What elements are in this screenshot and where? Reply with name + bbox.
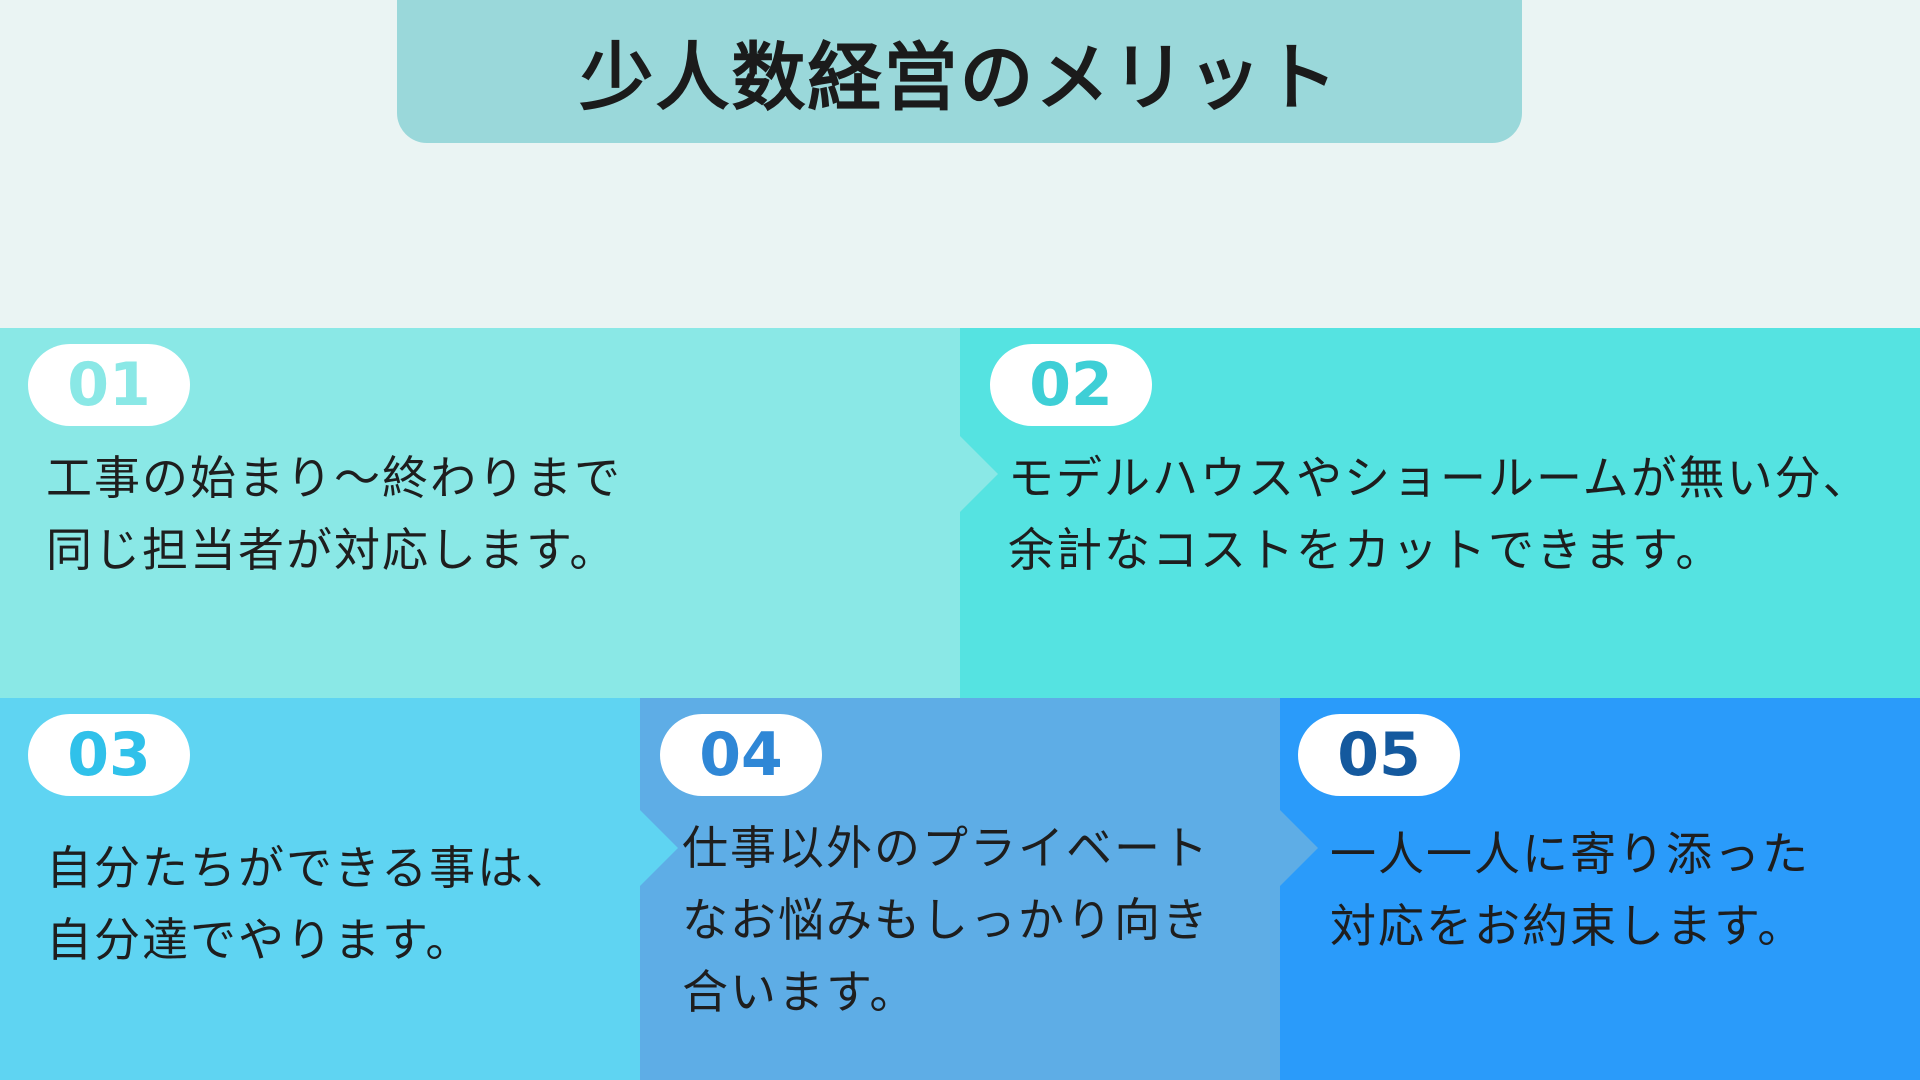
card-number-badge: 04 — [660, 714, 822, 796]
arrow-pointer-icon — [960, 436, 998, 512]
arrow-pointer-icon — [640, 810, 678, 886]
card-number-badge: 05 — [1298, 714, 1460, 796]
card-number-badge: 02 — [990, 344, 1152, 426]
merit-card-03: 03 自分たちができる事は、 自分達でやります。 — [0, 698, 640, 1080]
card-description: モデルハウスやショールームが無い分、 余計なコストをカットできます。 — [1008, 442, 1871, 586]
card-text-line: モデルハウスやショールームが無い分、 — [1008, 451, 1871, 505]
card-text-line: 対応をお約束します。 — [1330, 899, 1806, 953]
card-description: 工事の始まり～終わりまで 同じ担当者が対応します。 — [46, 442, 622, 586]
page-title: 少人数経営のメリット — [579, 35, 1340, 121]
merit-card-01: 01 工事の始まり～終わりまで 同じ担当者が対応します。 — [0, 328, 960, 698]
merit-card-05: 05 一人一人に寄り添った 対応をお約束します。 — [1280, 698, 1920, 1080]
arrow-pointer-icon — [1280, 810, 1318, 886]
card-text-line: 仕事以外のプライベート — [682, 821, 1210, 875]
card-text-line: 一人一人に寄り添った — [1330, 827, 1810, 881]
title-banner: 少人数経営のメリット — [397, 0, 1522, 143]
card-text-line: 同じ担当者が対応します。 — [46, 523, 618, 577]
merit-card-02: 02 モデルハウスやショールームが無い分、 余計なコストをカットできます。 — [960, 328, 1920, 698]
card-description: 一人一人に寄り添った 対応をお約束します。 — [1330, 818, 1810, 962]
card-number-badge: 01 — [28, 344, 190, 426]
card-description: 自分たちができる事は、 自分達でやります。 — [46, 832, 573, 976]
card-text-line: なお悩みもしっかり向き — [682, 893, 1210, 947]
card-description: 仕事以外のプライベート なお悩みもしっかり向き 合います。 — [682, 812, 1210, 1028]
card-text-line: 工事の始まり～終わりまで — [46, 451, 622, 505]
merit-card-04: 04 仕事以外のプライベート なお悩みもしっかり向き 合います。 — [640, 698, 1280, 1080]
card-text-line: 合います。 — [682, 965, 918, 1019]
card-text-line: 自分たちができる事は、 — [46, 841, 574, 895]
card-text-line: 余計なコストをカットできます。 — [1008, 523, 1724, 577]
card-text-line: 自分達でやります。 — [46, 913, 474, 967]
card-number-badge: 03 — [28, 714, 190, 796]
